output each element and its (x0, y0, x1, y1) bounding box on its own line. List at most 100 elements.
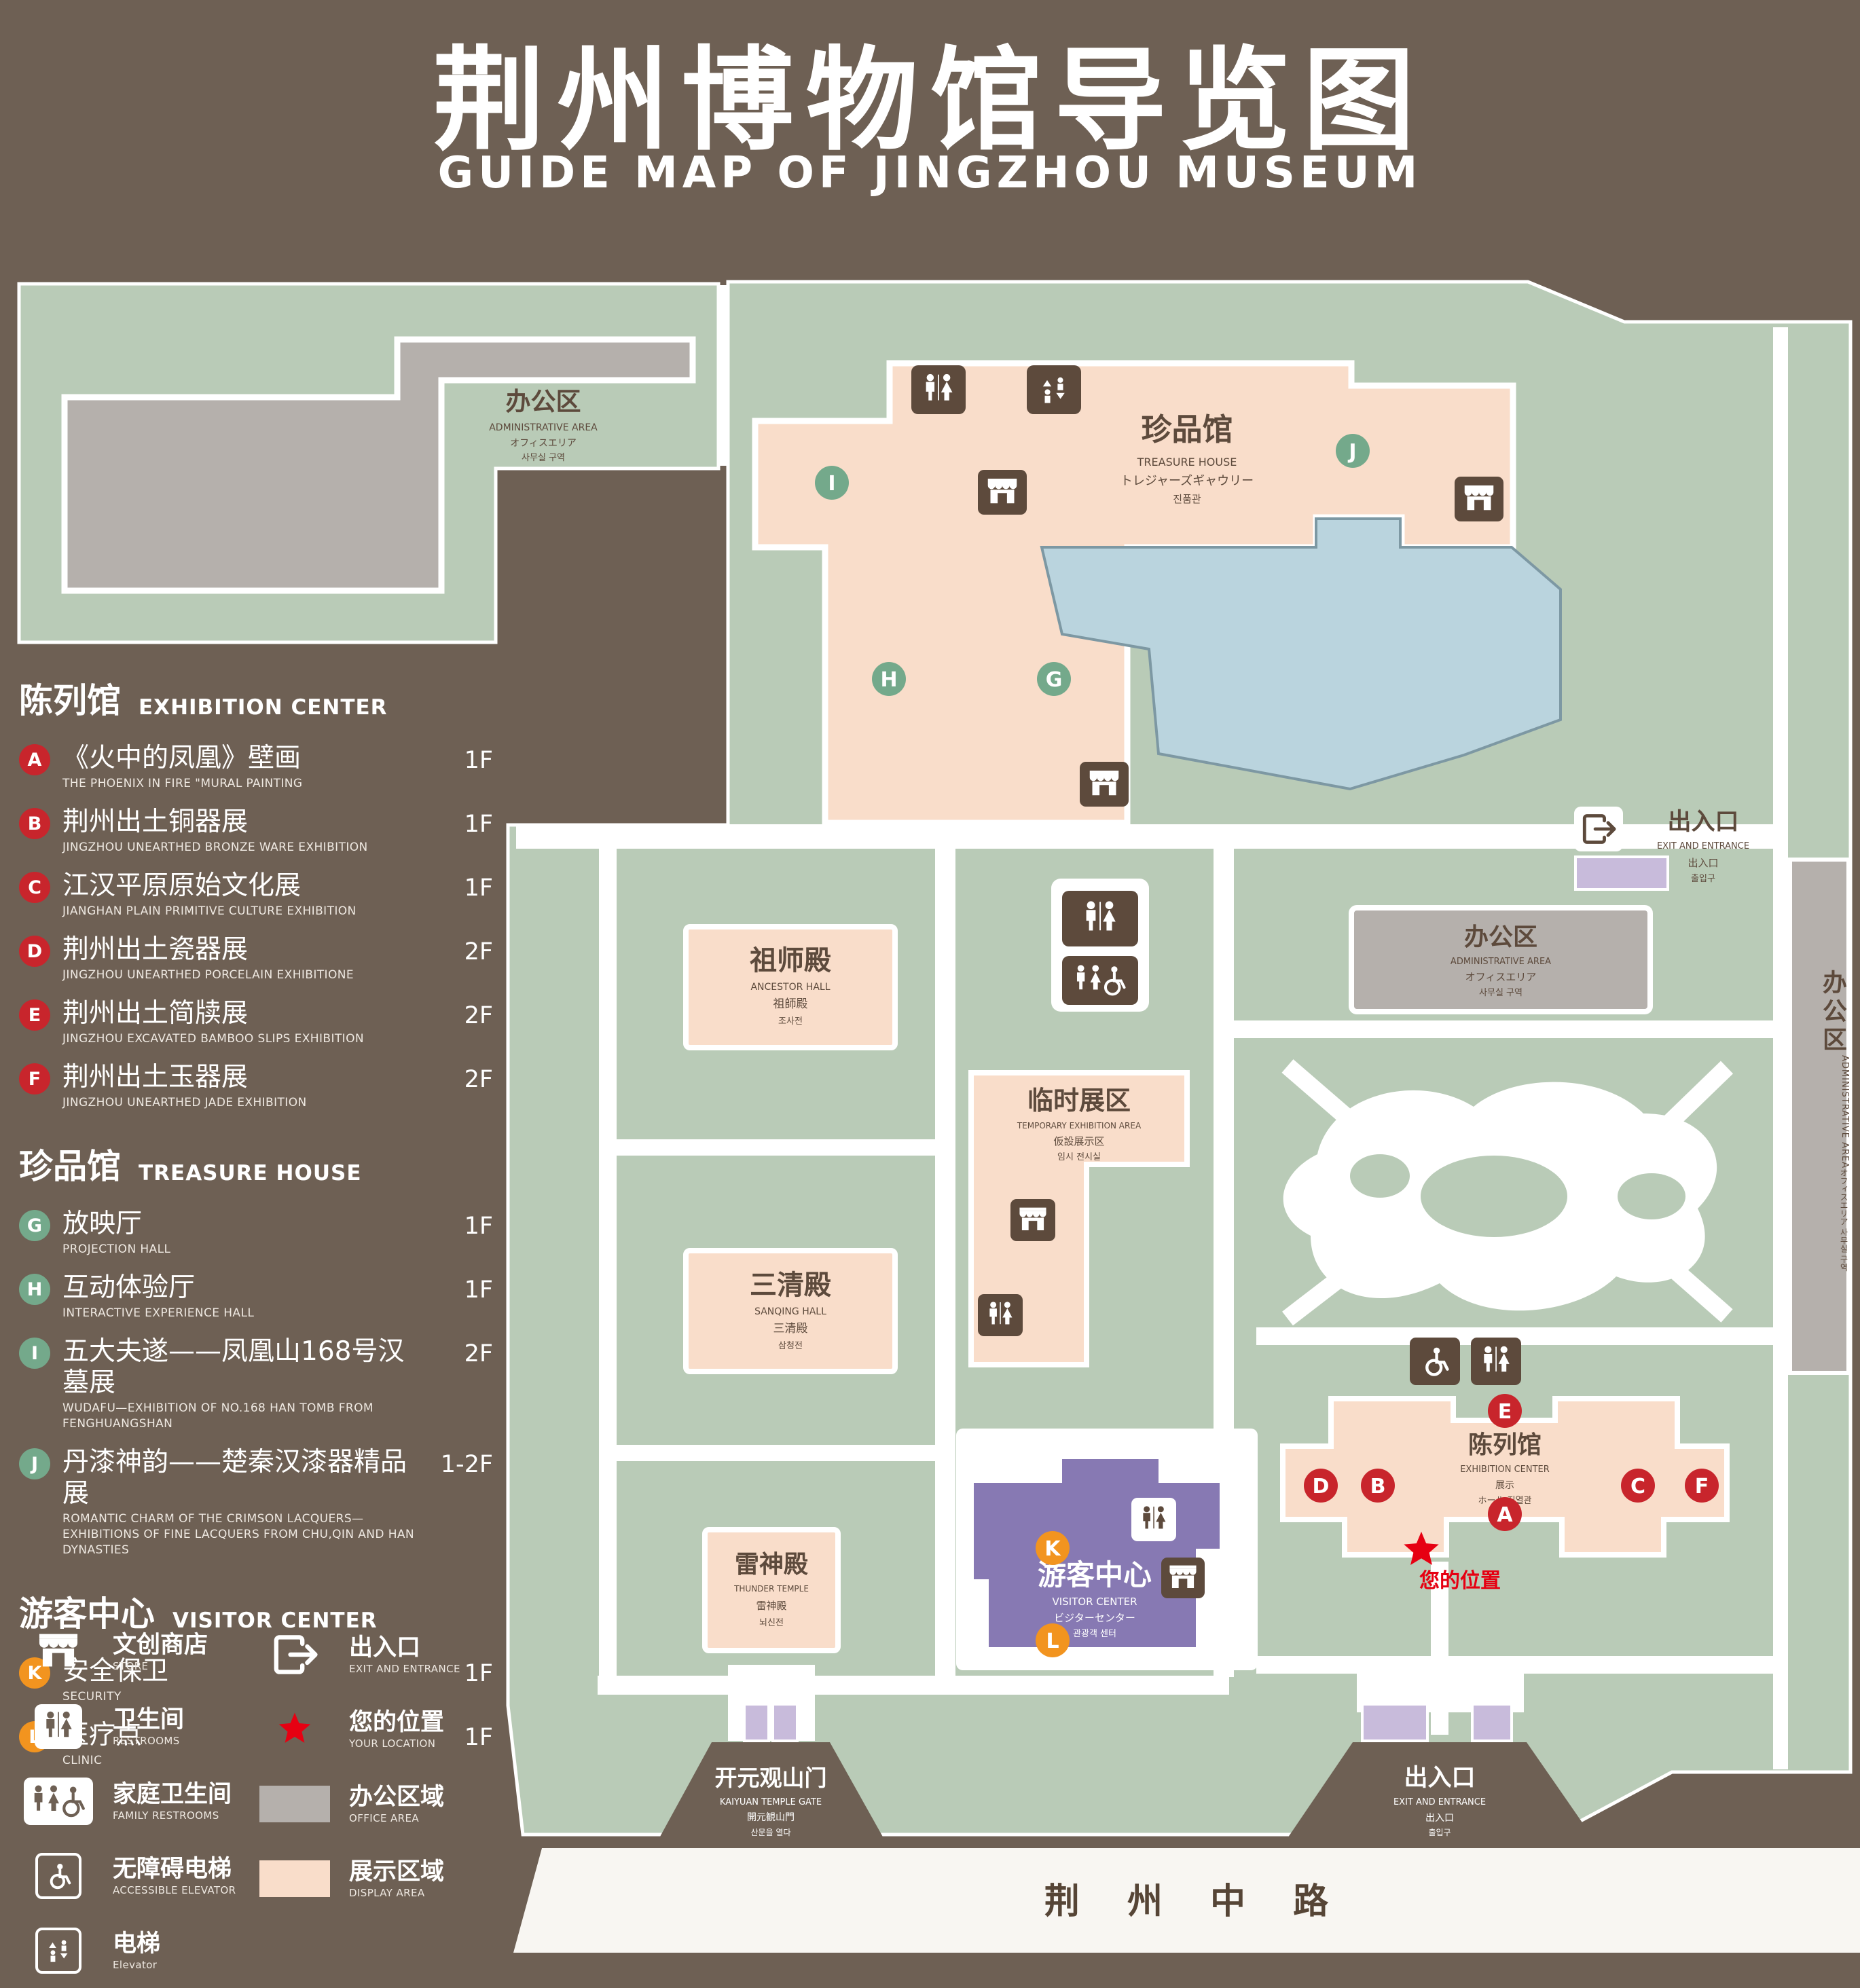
symbol-label-zh: 出入口 (349, 1634, 421, 1661)
gate-block (743, 1703, 770, 1742)
svg-text:A: A (1497, 1503, 1513, 1527)
admin-c-label-jp: オフィスエリア (1465, 971, 1537, 983)
legend-item-i: I 五大夫遂——凤凰山168号汉墓展 WUDAFU—EXHIBITION OF … (19, 1336, 505, 1432)
thunder-label-kr: 뇌신전 (759, 1618, 784, 1628)
marker-badge: J (19, 1448, 50, 1479)
item-name-zh: 江汉平原原始文化展 (62, 870, 302, 901)
ancestor-label-kr: 조사전 (778, 1016, 803, 1027)
item-name-zh: 互动体验厅 (62, 1272, 196, 1303)
item-name-zh: 安全保卫 (62, 1656, 169, 1687)
legend-item-b: B 荆州出土铜器展 JINGZHOU UNEARTHED BRONZE WARE… (19, 807, 505, 855)
temp-label-kr: 임시 전시실 (1057, 1152, 1101, 1162)
marker-a: A (1488, 1497, 1522, 1531)
marker-badge: H (19, 1274, 50, 1305)
item-floor: 1F (464, 1213, 493, 1240)
sanqing-label-en: SANQING HALL (754, 1306, 826, 1317)
display-area-swatch (257, 1860, 333, 1897)
marker-j: J (1336, 434, 1370, 468)
thunder-label-en: THUNDER TEMPLE (733, 1584, 809, 1594)
item-floor: 2F (464, 1002, 493, 1029)
store-icon (1010, 1199, 1055, 1241)
item-name-en: WUDAFU—EXHIBITION OF NO.168 HAN TOMB FRO… (62, 1401, 373, 1431)
exit-gate-block (1471, 1703, 1513, 1742)
symbol-label-zh: 您的位置 (349, 1709, 445, 1736)
symbol-label-en: EXIT AND ENTRANCE (349, 1663, 460, 1675)
admin-tl-label-kr: 사무실 구역 (522, 453, 565, 463)
item-name-zh: 荆州出土瓷器展 (62, 934, 249, 965)
accessible-elevator-icon (1410, 1338, 1460, 1385)
legend-item-c: C 江汉平原原始文化展 JIANGHAN PLAIN PRIMITIVE CUL… (19, 870, 505, 919)
svg-text:J: J (1347, 440, 1356, 464)
exhibition-label-en: EXHIBITION CENTER (1460, 1465, 1550, 1475)
section-title-zh: 游客中心 (19, 1594, 155, 1634)
item-name-zh: 五大夫遂——凤凰山168号汉墓展 (62, 1336, 405, 1398)
visitor-label-kr: 관광객 센터 (1073, 1629, 1116, 1639)
item-floor: 1F (464, 747, 493, 774)
legend-row-accessible-elevator: 无障碍电梯 ACCESSIBLE ELEVATOR (20, 1848, 238, 1904)
item-floor: 1F (464, 1660, 493, 1687)
symbol-label-en: RESTROOMS (113, 1735, 180, 1747)
marker-i: I (815, 466, 849, 500)
svg-text:D: D (1313, 1475, 1330, 1498)
svg-text:B: B (1370, 1475, 1386, 1498)
section-title-en: EXHIBITION CENTER (139, 695, 388, 720)
symbol-label-zh: 无障碍电梯 (113, 1856, 232, 1883)
item-name-zh: 荆州出土铜器展 (62, 807, 249, 837)
marker-e: E (1488, 1394, 1522, 1428)
gate-label-en: KAIYUAN TEMPLE GATE (720, 1797, 822, 1807)
admin-right-label-zh: 办公区 (1819, 969, 1846, 1055)
marker-f: F (1685, 1469, 1719, 1503)
legend-item-k: K 安全保卫 SECURITY 1F (19, 1656, 505, 1705)
elevator-icon (1027, 365, 1081, 414)
road-label: 荆 州 中 路 (1044, 1881, 1346, 1922)
marker-b: B (1361, 1469, 1395, 1503)
symbol-label-en: DISPLAY AREA (349, 1887, 425, 1899)
treasure-label-zh: 珍品馆 (1141, 411, 1233, 447)
restroom-icon (1062, 891, 1138, 946)
legend-item-g: G 放映厅 PROJECTION HALL 1F (19, 1209, 505, 1257)
legend-section-treasure-house: 珍品馆 TREASURE HOUSE G 放映厅 PROJECTION HALL… (19, 1139, 505, 1558)
building-sanqing-hall: 三清殿 SANQING HALL 三清殿 삼청전 (683, 1248, 898, 1374)
visitor-label-en: VISITOR CENTER (1052, 1596, 1137, 1608)
symbol-label-zh: 展示区域 (349, 1858, 445, 1885)
legend-item-e: E 荆州出土简牍展 JINGZHOU EXCAVATED BAMBOO SLIP… (19, 998, 505, 1047)
item-floor: 1-2F (440, 1451, 493, 1478)
item-name-en: JIANGHAN PLAIN PRIMITIVE CULTURE EXHIBIT… (62, 904, 357, 918)
legend-section-header: 珍品馆 TREASURE HOUSE (19, 1139, 505, 1188)
admin-tl-label-jp: オフィスエリア (510, 438, 577, 449)
restroom-icon (1471, 1338, 1521, 1385)
item-name-en: JINGZHOU EXCAVATED BAMBOO SLIPS EXHIBITI… (62, 1032, 364, 1046)
item-name-zh: 放映厅 (62, 1209, 143, 1239)
marker-c: C (1621, 1469, 1655, 1503)
exit-bottom-label-zh: 出入口 (1404, 1765, 1475, 1792)
visitor-label-jp: ビジターセンター (1054, 1612, 1135, 1624)
restroom-icon (20, 1704, 96, 1749)
legend-item-j: J 丹漆神韵——楚秦汉漆器精品展 ROMANTIC CHARM OF THE C… (19, 1447, 505, 1558)
temp-label-zh: 临时展区 (1027, 1086, 1131, 1116)
legend-row-family-restroom: 家庭卫生间 FAMILY RESTROOMS (20, 1773, 238, 1829)
sanqing-label-kr: 삼청전 (778, 1341, 803, 1351)
item-name-zh: 荆州出土玉器展 (62, 1062, 249, 1092)
svg-text:L: L (1046, 1630, 1059, 1653)
legend-item-d: D 荆州出土瓷器展 JINGZHOU UNEARTHED PORCELAIN E… (19, 934, 505, 983)
family-restroom-icon (1062, 956, 1138, 1005)
store-icon (1080, 762, 1129, 807)
symbol-label-en: FAMILY RESTROOMS (113, 1809, 219, 1822)
marker-d: D (1304, 1469, 1338, 1503)
page-title: 荆州博物馆导览图 (433, 35, 1427, 166)
legend-row-elevator: 电梯 Elevator (20, 1923, 238, 1978)
section-title-en: VISITOR CENTER (172, 1608, 378, 1633)
treasure-label-kr: 진품관 (1173, 493, 1201, 505)
building-ancestor-hall: 祖师殿 ANCESTOR HALL 祖師殿 조사전 (683, 924, 898, 1050)
marker-badge: B (19, 808, 50, 839)
exit-right: 出入口 EXIT AND ENTRANCE 出入口 출입구 (1574, 807, 1749, 891)
ancestor-label-en: ANCESTOR HALL (750, 982, 830, 993)
symbol-label-zh: 电梯 (113, 1930, 161, 1957)
kaiyuan-gate: 开元观山门 KAIYUAN TEMPLE GATE 開元観山門 산문을 열다 (656, 1703, 887, 1844)
family-restroom-icon (20, 1778, 96, 1825)
treasure-label-en: TREASURE HOUSE (1137, 456, 1237, 468)
section-title-en: TREASURE HOUSE (139, 1161, 362, 1185)
item-name-zh: 荆州出土简牍展 (62, 998, 249, 1029)
building-temporary-area: 临时展区 TEMPORARY EXHIBITION AREA 仮設展示区 임시 … (968, 1070, 1190, 1367)
legend-item-a: A 《火中的凤凰》壁画 THE PHOENIX IN FIRE "MURAL P… (19, 743, 505, 792)
